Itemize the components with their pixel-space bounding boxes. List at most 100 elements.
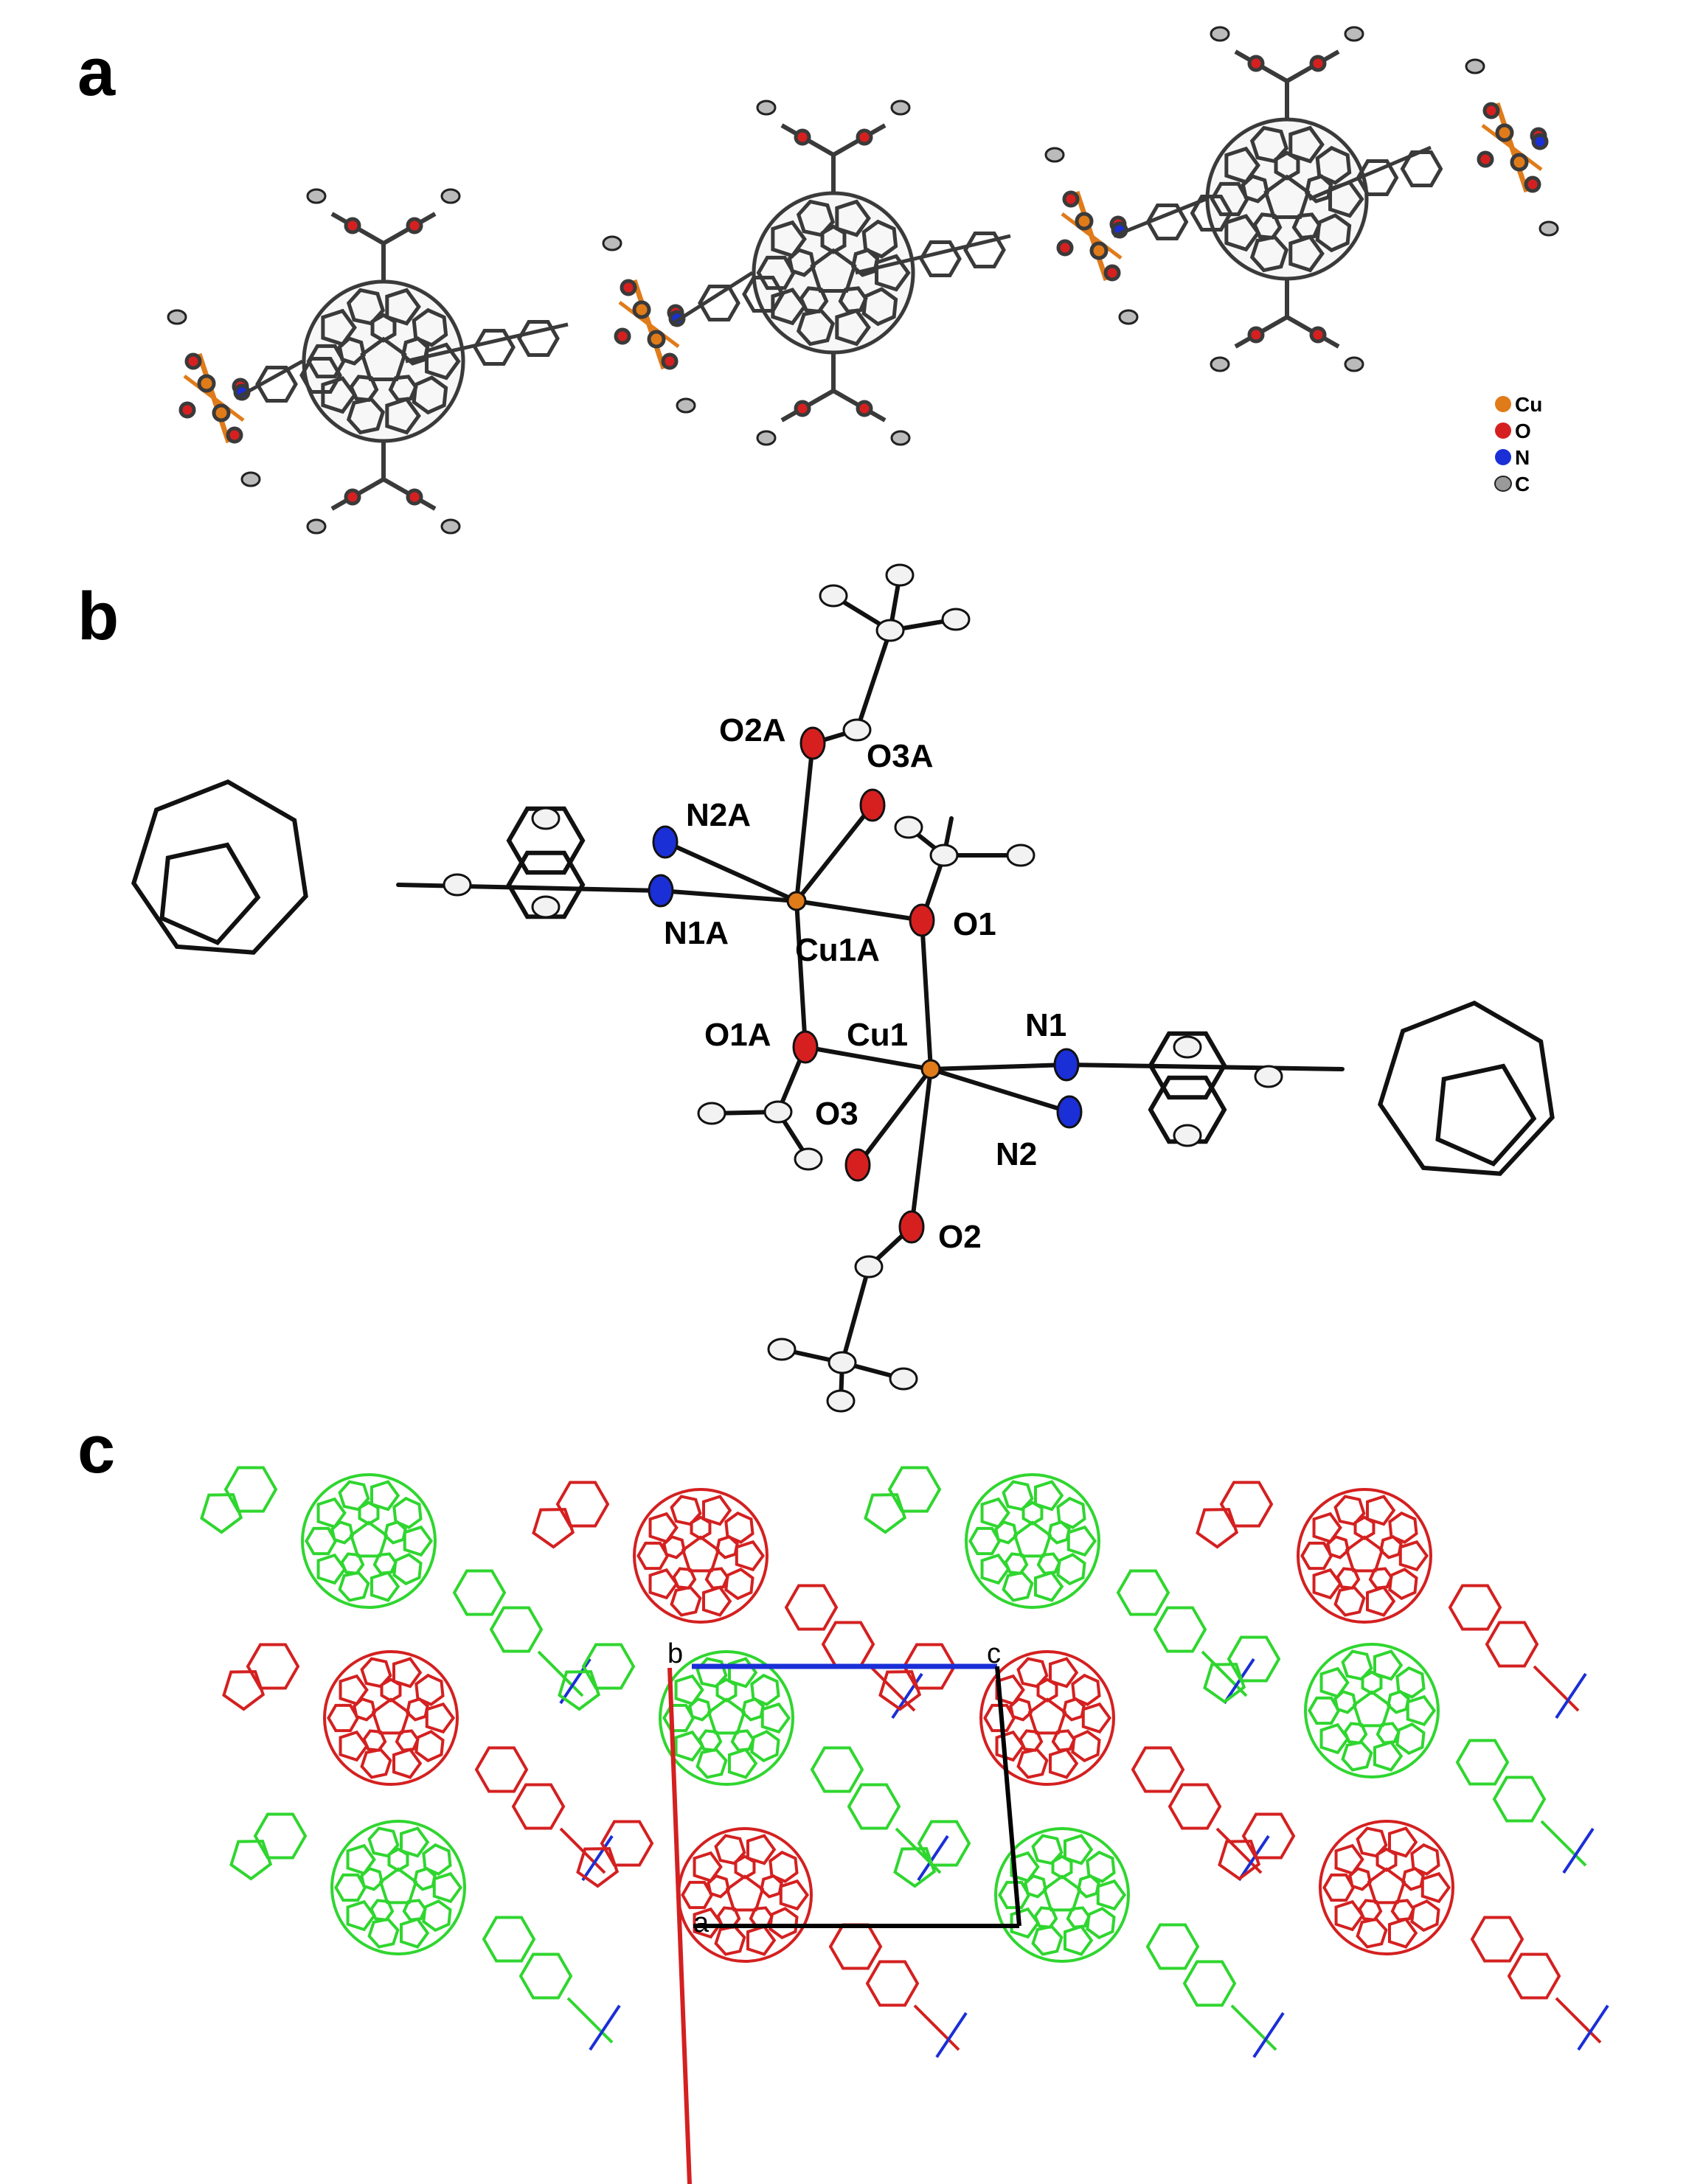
packing-c60-10-ring xyxy=(693,1851,723,1883)
atom-n2 xyxy=(1056,1095,1083,1129)
packing-n-bond xyxy=(1555,1672,1587,1719)
carbon-atom xyxy=(602,235,622,251)
packing-c60-12-inner-ring xyxy=(1375,1847,1398,1872)
copper-atom xyxy=(1495,123,1514,142)
carbon-atom xyxy=(1254,1065,1283,1088)
packing-c60-7-inner-ring xyxy=(1062,1697,1086,1722)
packing-c60-11-ring xyxy=(1010,1851,1040,1883)
atom-o3a xyxy=(859,788,886,822)
packing-c60-1-ring xyxy=(370,1480,400,1512)
bond-cu1a-n1a xyxy=(659,888,799,903)
linker-bond xyxy=(670,271,754,327)
packing-ring xyxy=(893,1847,937,1888)
packing-ring xyxy=(784,1584,839,1631)
packing-c60-8-ring xyxy=(1319,1722,1350,1755)
packing-c60-11-ring xyxy=(1064,1834,1094,1865)
c60-shadow xyxy=(301,279,466,444)
packing-c60-8-inner-ring xyxy=(1375,1722,1401,1745)
carbon-atom xyxy=(1210,26,1230,42)
carbon-atom xyxy=(842,718,872,742)
oxygen-atom xyxy=(226,426,243,444)
c60-cage-2-ring xyxy=(771,220,807,258)
carbon-atom xyxy=(889,1367,918,1391)
packing-ring xyxy=(581,1643,636,1690)
packing-c60-7-inner-ring xyxy=(1009,1697,1033,1722)
packing-bond xyxy=(566,1997,614,2044)
packing-ring xyxy=(1168,1783,1222,1830)
c60-cage-3-center-ring xyxy=(1263,174,1311,219)
crystal-packing-figure: b c a xyxy=(200,1466,1609,2184)
packing-bond xyxy=(559,1827,606,1874)
carbon-atom xyxy=(440,518,461,535)
c60-cage-1-inner-ring xyxy=(349,375,379,403)
cage-fragment xyxy=(1378,1001,1555,1176)
c60-cage-3-ring xyxy=(1288,125,1325,164)
packing-ring xyxy=(1203,1663,1246,1704)
packing-c60-1-ring xyxy=(316,1497,347,1529)
packing-c60-4-inner-ring xyxy=(1336,1567,1361,1590)
oxygen-atom xyxy=(1247,326,1265,344)
acetate-bond xyxy=(840,1265,871,1365)
packing-c60-7-ring xyxy=(1071,1730,1101,1763)
packing-c60-1-inner-ring xyxy=(330,1520,354,1545)
c60-cage-3-ring xyxy=(1288,234,1325,273)
packing-n-bond xyxy=(1562,1827,1595,1874)
packing-c60-8-ring xyxy=(1406,1694,1437,1727)
carbon-atom xyxy=(894,815,923,839)
packing-c60-9-ring xyxy=(422,1899,452,1933)
packing-c60-11-inner-ring xyxy=(1024,1874,1047,1899)
packing-c60-6-inner-ring xyxy=(698,1729,723,1752)
atom-label-n2: N2 xyxy=(996,1136,1037,1172)
packing-c60-9-center-ring xyxy=(378,1867,418,1905)
packing-c60-7-ring xyxy=(995,1730,1025,1762)
c60-cage-3-ring xyxy=(1224,146,1260,184)
packing-n-bond xyxy=(559,1658,592,1705)
packing-ring xyxy=(1219,1481,1274,1528)
c60-cage-1-inner-ring xyxy=(337,336,367,366)
carbon-atom xyxy=(676,397,696,414)
bond-cu1-o3 xyxy=(856,1067,933,1167)
packing-c60-2-ring xyxy=(670,1585,702,1617)
packing-c60-7-ring xyxy=(1016,1747,1049,1779)
carbon-atom xyxy=(875,619,905,642)
oxygen-atom xyxy=(1103,264,1121,282)
packing-c60-11-ring xyxy=(1086,1907,1116,1940)
packing-n-bond xyxy=(1223,1658,1255,1705)
bond-cu1-o1 xyxy=(920,918,933,1071)
c60-cage-1-ring xyxy=(385,288,421,326)
packing-c60-11-inner-ring xyxy=(1077,1874,1100,1899)
packing-c60-5-ring xyxy=(339,1674,369,1706)
unit-cell-edge-1 xyxy=(995,1666,1021,1927)
c60-cage-3-inner-ring xyxy=(1291,212,1322,240)
pyridine-ring xyxy=(919,240,962,278)
packing-c60-3-inner-ring xyxy=(1047,1520,1071,1545)
atom-cu1a xyxy=(786,891,807,911)
packing-bond xyxy=(1555,1997,1602,2044)
packing-c60-7-ring xyxy=(1049,1747,1079,1779)
carbon-atom xyxy=(763,1100,793,1124)
pyridine-ring xyxy=(1148,1075,1227,1144)
unit-cell-label-c: c xyxy=(987,1638,1001,1669)
packing-c60-2-inner-ring xyxy=(672,1567,697,1590)
packing-c60-6-ring xyxy=(750,1730,780,1763)
packing-ring xyxy=(452,1569,507,1616)
packing-c60-3-outline xyxy=(965,1473,1100,1609)
packing-c60-9-inner-ring xyxy=(413,1866,437,1891)
packing-c60-9-inner-ring xyxy=(387,1847,409,1872)
atom-label-o1: O1 xyxy=(953,906,996,942)
atom-cu1 xyxy=(920,1059,941,1079)
legend-o-dot xyxy=(1495,422,1511,439)
atom-o2 xyxy=(898,1210,925,1244)
packing-c60-8-ring xyxy=(1319,1666,1350,1699)
packing-c60-4-ring xyxy=(1333,1585,1366,1617)
packing-c60-7-outline xyxy=(979,1650,1115,1786)
c60-cage-2-center-ring xyxy=(810,248,857,293)
packing-ring xyxy=(821,1621,875,1668)
bond-cu1a-o2a xyxy=(794,741,815,903)
copper-atom xyxy=(1510,153,1529,172)
packing-c60-6-ring xyxy=(662,1703,695,1733)
packing-c60-4-ring xyxy=(1398,1540,1429,1572)
carbon-atom xyxy=(828,1351,857,1374)
cage-fragment xyxy=(131,779,308,955)
packing-c60-8-center-ring xyxy=(1352,1690,1392,1728)
